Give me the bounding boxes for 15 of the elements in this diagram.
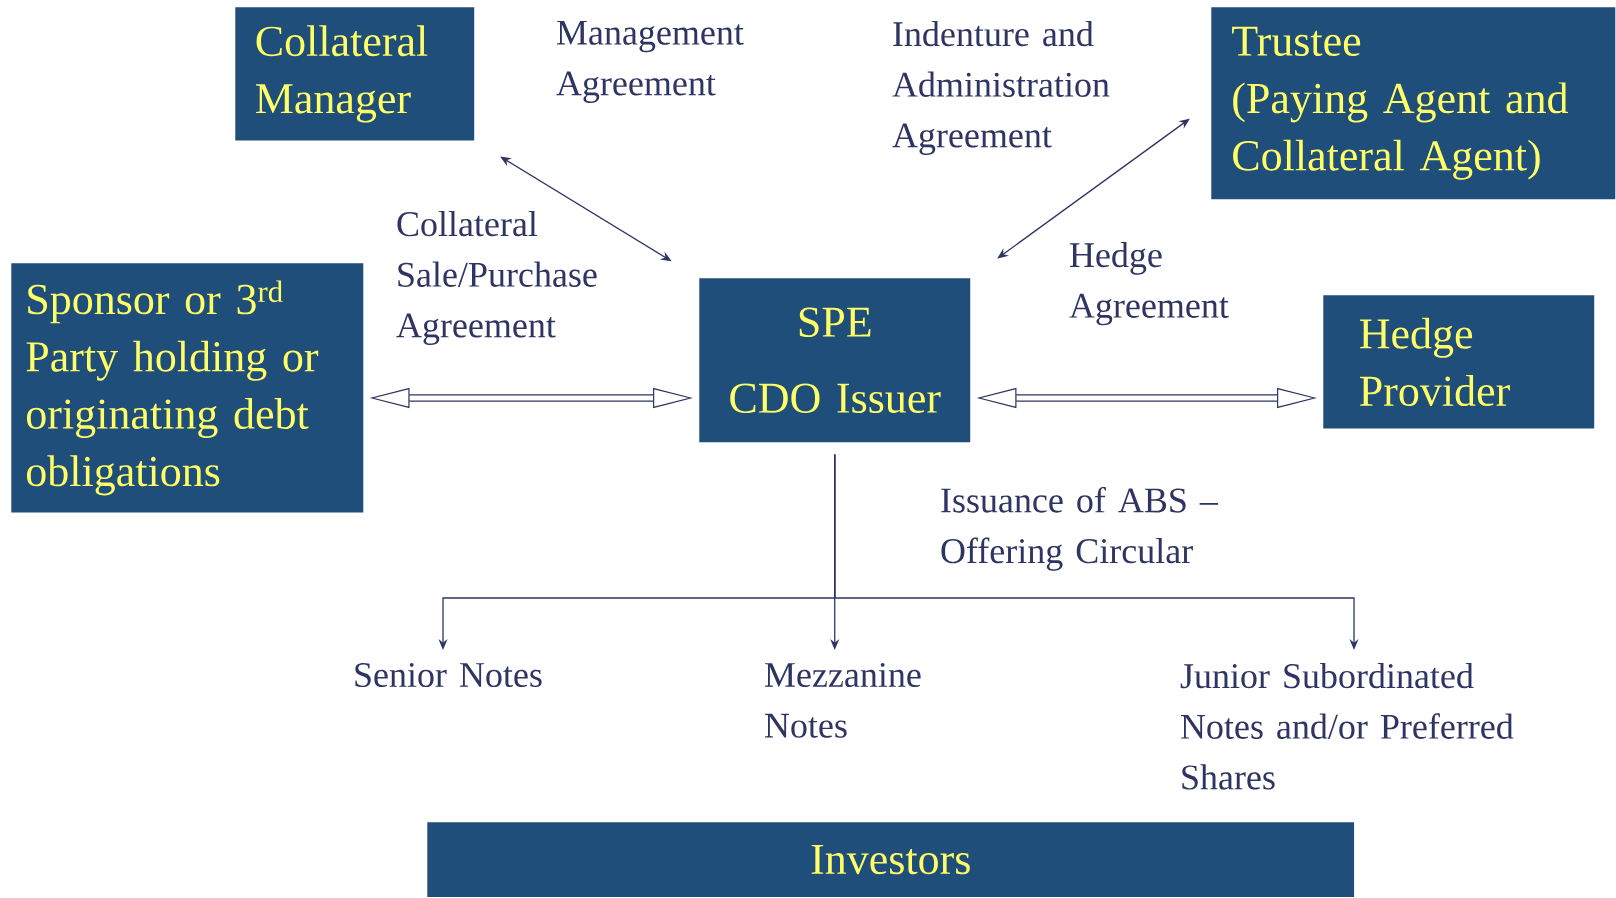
edge-label: Management Agreement [556,20,744,103]
hedge-provider-box: Hedge Provider [1323,295,1595,429]
issuer-box: SPE CDO Issuer [699,278,971,443]
edge-label: Indenture and Administration Agreement [892,20,1110,155]
edge-label: Hedge Agreement [1069,241,1229,326]
trustee-box: Trustee (Paying Agent and Collateral Agent) [1211,7,1616,200]
note-label: Senior Notes [355,662,542,688]
edge-label: Collateral Sale/Purchase Agreement [396,210,597,345]
sponsor-box: Sponsor or 3$^{rd}$ Party holding or originating debt obligations [11,263,364,513]
note-label: Junior Subordinated Notes and/or Preferred Shares [1180,662,1514,790]
note-label: Mezzanine Notes [765,662,921,738]
manager-box: Collateral Manager [235,7,475,141]
investors-box: Investors [427,822,1355,897]
arrow [997,118,1190,259]
edge-label: Issuance of ABS – Offering Circular [941,486,1219,571]
